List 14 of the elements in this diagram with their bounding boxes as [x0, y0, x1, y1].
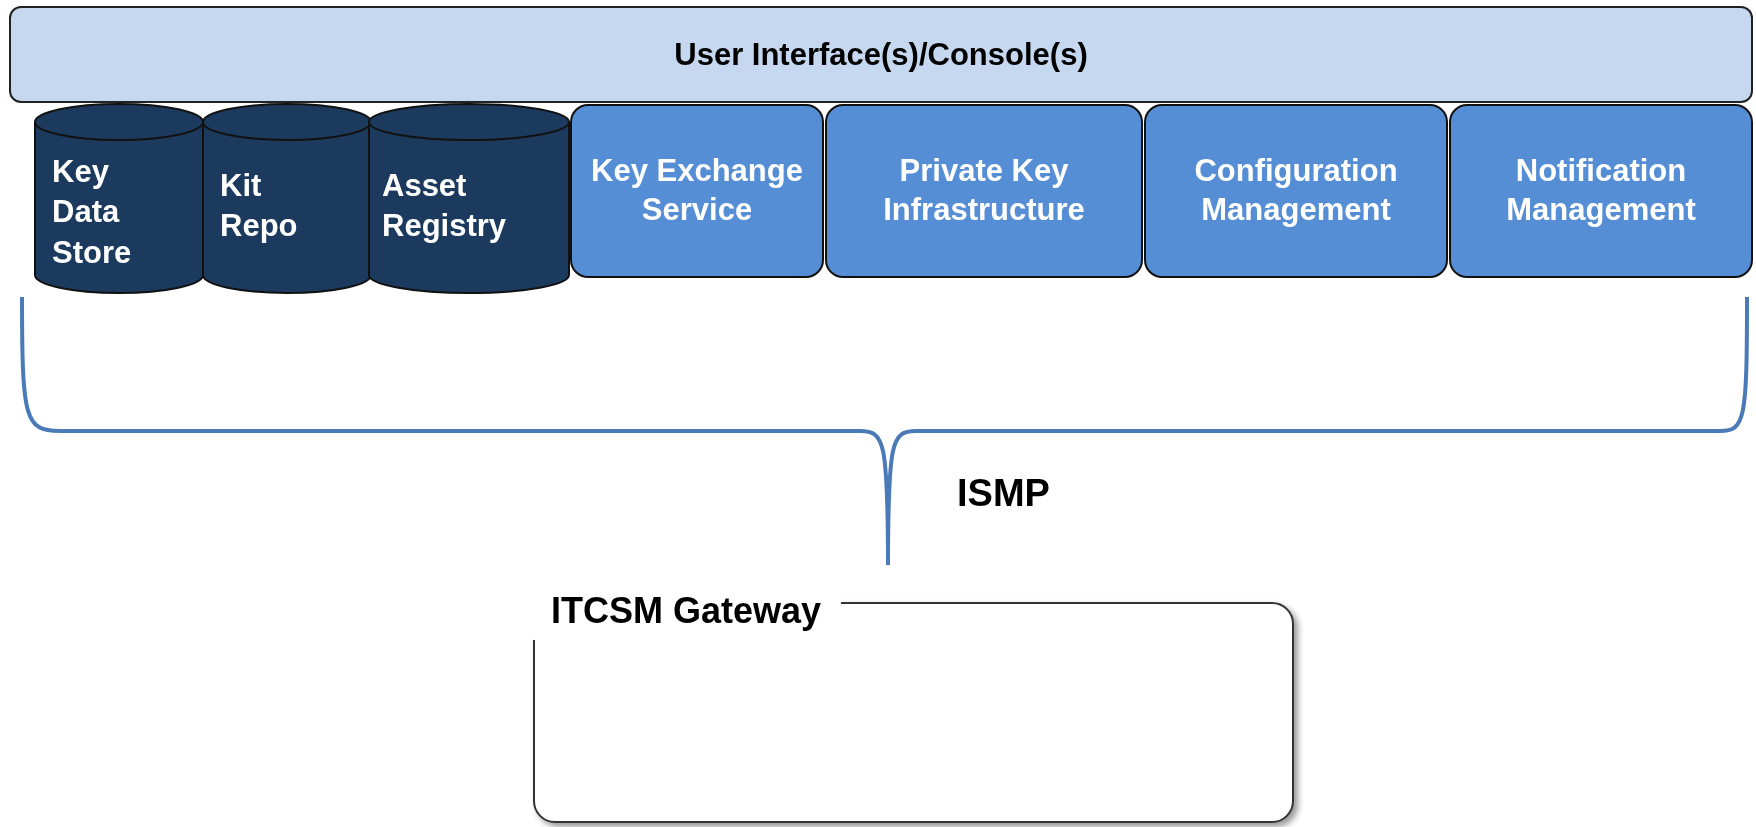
service-box [1449, 104, 1753, 278]
protocol-label: ISMP [957, 472, 1050, 515]
banner-bar [9, 6, 1753, 103]
node-label: Key Data Store [52, 153, 133, 272]
node-label: Key Exchange Service [590, 152, 804, 229]
service-box [1144, 104, 1448, 278]
node-label: Asset Registry [382, 167, 508, 246]
node-label: User Interface(s)/Console(s) [674, 36, 1088, 73]
service-box [825, 104, 1143, 278]
node-label: Configuration Management [1193, 152, 1399, 229]
node-label: Notification Management [1505, 152, 1697, 229]
node-label: Kit Repo [220, 167, 299, 246]
service-box [570, 104, 824, 278]
node-label: Private Key Infrastructure [882, 152, 1086, 229]
